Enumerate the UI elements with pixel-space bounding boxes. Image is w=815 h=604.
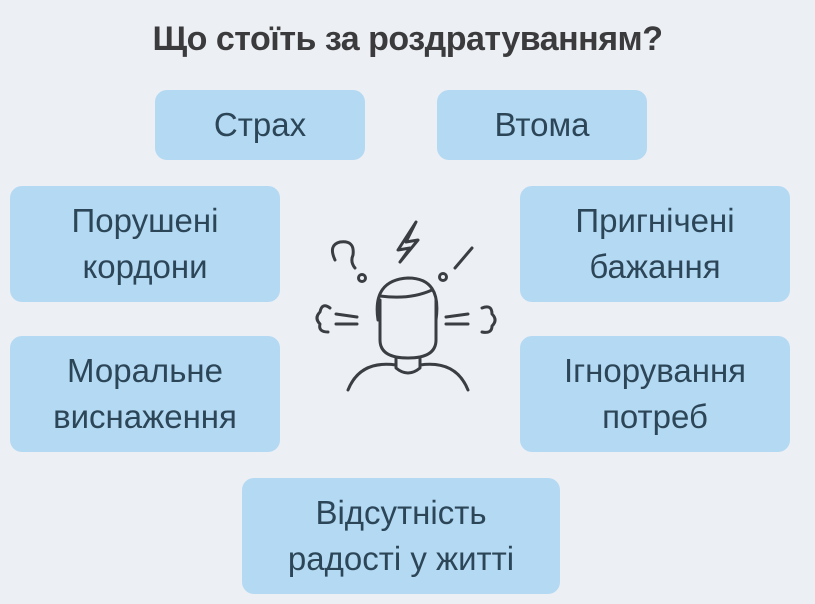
irritated-person-icon: [315, 220, 497, 392]
exclamation-icon: [438, 246, 474, 282]
cause-label: потреб: [602, 398, 708, 435]
cause-lack-of-joy: Відсутність радості у житті: [242, 478, 560, 594]
page-title: Що стоїть за роздратуванням?: [152, 20, 663, 58]
steam-right-icon: [444, 305, 497, 334]
cause-label: бажання: [589, 248, 721, 285]
cause-label: Пригнічені: [575, 202, 735, 239]
cause-moral-exhaustion: Моральне виснаження: [10, 336, 280, 452]
cause-label: радості у житті: [287, 540, 515, 577]
cause-fatigue: Втома: [437, 90, 647, 160]
question-mark-icon: [330, 240, 367, 283]
cause-label: Відсутність: [315, 494, 487, 531]
cause-suppressed-desires: Пригнічені бажання: [520, 186, 790, 302]
cause-label: Ігнорування: [563, 352, 747, 389]
lightning-icon: [396, 220, 420, 264]
cause-label: Моральне: [67, 352, 223, 389]
cause-fear: Страх: [155, 90, 365, 160]
cause-label: Страх: [213, 106, 307, 143]
cause-ignoring-needs: Ігнорування потреб: [520, 336, 790, 452]
head-icon: [346, 276, 470, 392]
cause-label: кордони: [82, 248, 208, 285]
cause-broken-boundaries: Порушені кордони: [10, 186, 280, 302]
cause-label: Порушені: [71, 202, 219, 239]
cause-label: Втома: [494, 106, 590, 143]
steam-left-icon: [315, 304, 359, 334]
cause-label: виснаження: [53, 398, 237, 435]
